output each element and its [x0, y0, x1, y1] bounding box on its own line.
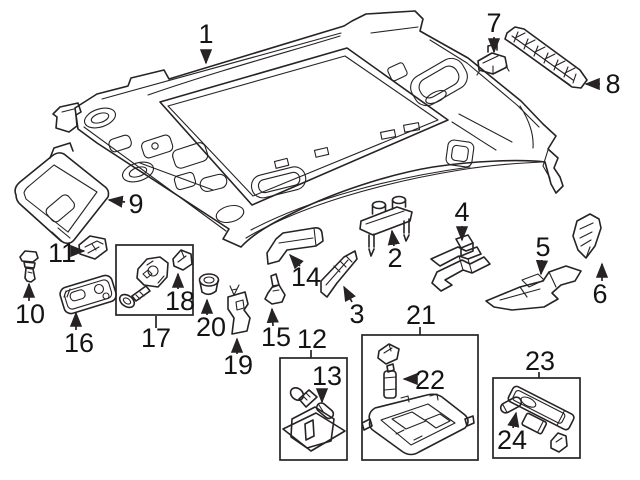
callout-4-label: 4	[454, 197, 469, 227]
callout-24-label: 24	[497, 425, 527, 455]
part-bulb-22	[383, 363, 397, 399]
callout-5-label: 5	[535, 232, 550, 262]
part-socket-23	[521, 412, 548, 435]
part-sun-visor	[14, 142, 110, 245]
group-box-17	[115, 244, 194, 316]
callout-23-label: 23	[525, 346, 555, 376]
group-box-12	[279, 357, 348, 461]
callout-14-arrow	[288, 253, 304, 270]
part-bracket-17	[136, 256, 169, 288]
part-clip-23	[550, 432, 568, 453]
callout-21-label: 21	[406, 300, 436, 330]
part-dome-lamp-21	[361, 393, 475, 456]
part-screw-17	[118, 285, 151, 309]
part-plate-5	[485, 265, 582, 311]
part-lamp-16	[59, 274, 117, 315]
part-bulb-24	[499, 396, 523, 414]
group-box-23	[492, 377, 581, 459]
part-clip-18	[172, 249, 193, 271]
callout-7-label: 7	[486, 8, 501, 38]
callout-22-label: 22	[415, 365, 445, 395]
callout-9-label: 9	[128, 189, 143, 219]
callout-15-arrow	[266, 307, 279, 327]
callout-18-label: 18	[165, 286, 195, 316]
part-lamp-housing-12	[282, 406, 346, 452]
callout-15-label: 15	[261, 322, 291, 352]
callout-5-arrow	[535, 259, 549, 276]
callout-9-arrow	[107, 195, 126, 208]
part-clip-21	[377, 343, 400, 365]
callout-17-label: 17	[141, 323, 171, 353]
part-clip-11	[78, 235, 108, 260]
part-trim-strip-3	[320, 250, 358, 298]
callout-3-arrow	[343, 285, 356, 303]
callout-2-arrow	[387, 229, 400, 247]
callout-14-label: 14	[291, 262, 321, 292]
part-trim-6	[572, 213, 602, 259]
part-bracket-4	[430, 234, 491, 292]
callout-16-label: 16	[64, 328, 94, 358]
callout-10-label: 10	[15, 299, 45, 329]
callout-6-label: 6	[592, 279, 607, 309]
callout-3-label: 3	[349, 299, 364, 329]
part-grab-handle-14	[266, 227, 324, 265]
callout-1-label: 1	[198, 19, 213, 49]
callout-24-arrow	[507, 411, 520, 429]
callout-8-label: 8	[605, 69, 620, 99]
part-grommet-20	[198, 273, 220, 296]
part-clip-10	[19, 250, 39, 283]
part-hook-15	[264, 273, 286, 305]
part-grille-strip-8	[504, 26, 588, 89]
part-bracket-7	[476, 43, 510, 76]
callout-12-label: 12	[297, 324, 327, 354]
part-bracket-2	[359, 195, 413, 257]
part-lamp-lens-23	[507, 385, 575, 431]
callout-11-label: 11	[48, 238, 76, 268]
callout-19-label: 19	[223, 350, 253, 380]
part-headliner-panel	[52, 10, 564, 248]
callout-13-label: 13	[312, 361, 342, 391]
part-bracket-19	[227, 284, 251, 335]
callout-2-label: 2	[387, 243, 402, 273]
callout-20-label: 20	[196, 312, 226, 342]
